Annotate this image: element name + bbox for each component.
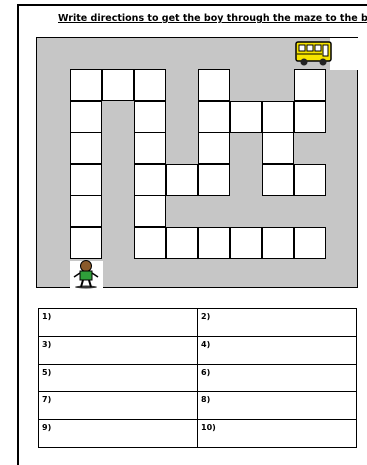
worksheet-title: Write directions to get the boy through … <box>58 13 353 24</box>
answer-cell[interactable]: 8) <box>198 392 357 420</box>
answer-cell[interactable]: 7) <box>39 392 198 420</box>
answer-cell[interactable]: 6) <box>198 364 357 392</box>
table-row: 1) 2) <box>39 309 357 337</box>
maze-cell <box>134 132 166 164</box>
maze-cell <box>70 195 102 227</box>
maze-cell <box>70 101 102 133</box>
maze-cell <box>262 132 294 164</box>
maze-cell <box>134 164 166 196</box>
maze-cell <box>134 227 166 259</box>
school-bus-icon <box>295 39 333 67</box>
table-row: 7) 8) <box>39 392 357 420</box>
maze-cell <box>102 69 134 101</box>
table-row: 5) 6) <box>39 364 357 392</box>
maze-cell <box>262 164 294 196</box>
table-row: 3) 4) <box>39 336 357 364</box>
answer-cell[interactable]: 3) <box>39 336 198 364</box>
answer-cell[interactable]: 9) <box>39 420 198 448</box>
maze-cell <box>262 101 294 133</box>
answer-cell[interactable]: 4) <box>198 336 357 364</box>
maze-cell <box>230 227 262 259</box>
maze-cell <box>70 69 102 101</box>
maze-cell <box>198 101 230 133</box>
maze-cell <box>166 227 198 259</box>
maze-cell <box>294 101 326 133</box>
maze-cell <box>198 69 230 101</box>
answer-cell[interactable]: 10) <box>198 420 357 448</box>
maze-cell <box>230 101 262 133</box>
maze-cell <box>134 69 166 101</box>
maze-cell <box>70 227 102 259</box>
maze-cell <box>134 101 166 133</box>
maze-cell <box>294 164 326 196</box>
answer-cell[interactable]: 1) <box>39 309 198 337</box>
maze-cell <box>294 69 326 101</box>
answer-table: 1) 2) 3) 4) 5) 6) 7) 8) 9) 10) <box>38 308 357 448</box>
maze-exit <box>330 38 358 70</box>
answer-cell[interactable]: 2) <box>198 309 357 337</box>
maze-cell <box>198 227 230 259</box>
maze-cell <box>198 132 230 164</box>
maze-cell <box>134 195 166 227</box>
maze <box>36 37 358 288</box>
maze-cell <box>198 164 230 196</box>
maze-cell <box>294 227 326 259</box>
boy-icon <box>71 259 101 289</box>
answer-cell[interactable]: 5) <box>39 364 198 392</box>
maze-cell <box>166 164 198 196</box>
maze-cell <box>70 132 102 164</box>
table-row: 9) 10) <box>39 420 357 448</box>
maze-cell <box>262 227 294 259</box>
maze-cell <box>70 164 102 196</box>
